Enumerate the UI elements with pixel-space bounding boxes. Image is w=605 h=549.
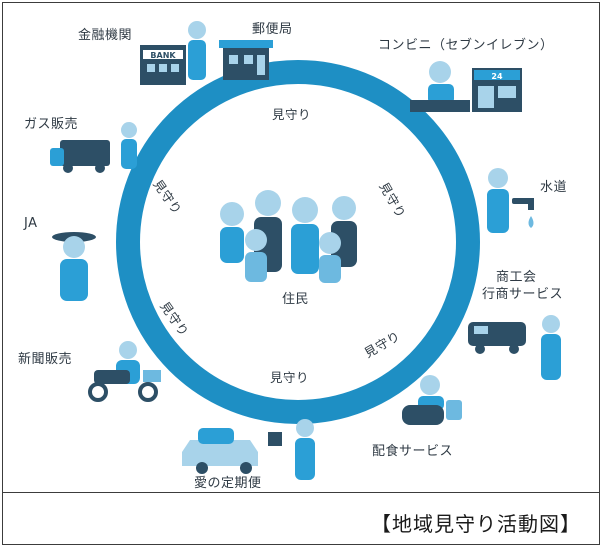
convenience-store-icon: 24 [410, 61, 522, 112]
meal-delivery-icon [402, 375, 462, 425]
delivery-car-icon [182, 419, 315, 480]
delivery-label: 愛の定期便 [194, 476, 262, 491]
ring-label-bottom: 見守り [270, 370, 310, 385]
residents-family-icon [220, 190, 357, 283]
ja-label: JA [24, 216, 38, 231]
store-sign: 24 [491, 72, 503, 81]
watch-ring [116, 60, 480, 424]
water-worker-icon [487, 168, 534, 233]
newspaper-bike-icon [88, 341, 161, 402]
post-office-label: 郵便局 [252, 22, 293, 37]
gas-sales-label: ガス販売 [24, 117, 79, 132]
ja-farmer-icon [52, 232, 96, 301]
bank-sign: BANK [150, 51, 176, 60]
ring-label-top: 見守り [272, 107, 312, 122]
figure-caption: 【地域見守り活動図】 [371, 512, 581, 536]
bank-icon: BANK [140, 21, 206, 85]
commerce-label-1: 商工会 [496, 270, 537, 285]
water-label: 水道 [540, 180, 568, 195]
convenience-store-label: コンビニ（セブンイレブン） [378, 38, 554, 53]
commerce-label-2: 行商サービス [482, 287, 564, 302]
commerce-van-icon [468, 315, 561, 380]
caption-divider [2, 492, 600, 493]
post-office-icon [219, 40, 273, 80]
meal-service-label: 配食サービス [372, 444, 454, 459]
bank-label: 金融機関 [78, 28, 133, 43]
gas-truck-icon [50, 122, 137, 173]
residents-label: 住民 [282, 292, 310, 307]
newspaper-label: 新聞販売 [18, 352, 73, 367]
